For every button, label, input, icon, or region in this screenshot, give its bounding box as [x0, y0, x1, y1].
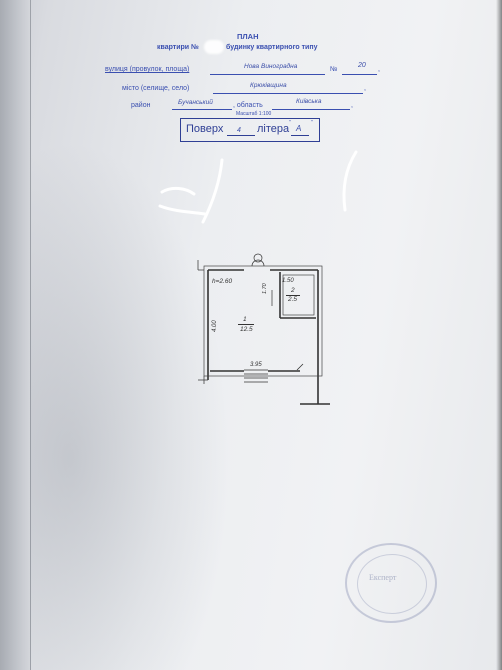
number-value: 20: [358, 62, 366, 69]
street-underline: [210, 74, 325, 75]
redaction-mark: [204, 40, 224, 54]
letter-label: літера: [257, 123, 290, 135]
plan-subtitle-prefix: квартири №: [157, 44, 199, 51]
floor-box: Поверх 4 літера " А ": [180, 118, 320, 142]
room2-number: 2: [291, 287, 295, 294]
district-value: Бучанський: [178, 99, 213, 106]
dim-bathroom-depth: 1.70: [262, 283, 268, 294]
plan-subtitle-suffix: будинку квартирного типу: [226, 44, 318, 51]
number-underline: [342, 74, 377, 75]
room2-fraction-line: [286, 295, 300, 296]
oblast-underline: [272, 109, 350, 110]
room2-area: 2.5: [288, 296, 298, 303]
room1-number: 1: [243, 316, 247, 323]
room1-fraction-line: [238, 324, 254, 325]
dim-room-depth: 4.00: [212, 320, 218, 332]
street-value: Нова Виноградна: [244, 63, 298, 70]
ceiling-height: h=2.60: [212, 278, 233, 285]
number-label: №: [330, 66, 338, 73]
district-label: район: [131, 102, 151, 109]
floor-underline: [227, 135, 255, 136]
floor-value: 4: [237, 127, 241, 134]
shadow: [30, 140, 230, 670]
quote-close: ": [311, 120, 313, 126]
district-comma: ,: [351, 102, 353, 109]
dim-room-width: 3.95: [250, 362, 262, 368]
page-right-edge: [496, 0, 502, 670]
room1-area: 12.5: [240, 326, 253, 333]
scale-label: Масштаб 1:100: [236, 111, 272, 117]
street-label: вулиця (провулок, площа): [105, 66, 190, 73]
floor-label: Поверх: [186, 123, 224, 135]
binding-spine: [0, 0, 30, 670]
city-label: місто (селище, село): [122, 85, 190, 92]
dim-bathroom-width: 1.50: [282, 278, 294, 284]
city-value: Крюківщина: [250, 82, 287, 89]
letter-underline: [291, 135, 309, 136]
oblast-value: Київська: [296, 98, 322, 105]
district-underline: [172, 109, 232, 110]
street-comma: ,: [378, 66, 380, 73]
seal-text: Експерт: [369, 573, 397, 582]
binding-edge: [30, 0, 31, 670]
quote-open: ": [289, 120, 291, 126]
plan-title: ПЛАН: [237, 32, 259, 41]
oblast-label: , область: [233, 102, 263, 109]
city-underline: [213, 93, 363, 94]
seal-stamp: Експерт: [345, 543, 437, 623]
seal-inner-ring: [357, 554, 427, 614]
letter-value: А: [296, 124, 302, 133]
city-comma: ,: [364, 85, 366, 92]
